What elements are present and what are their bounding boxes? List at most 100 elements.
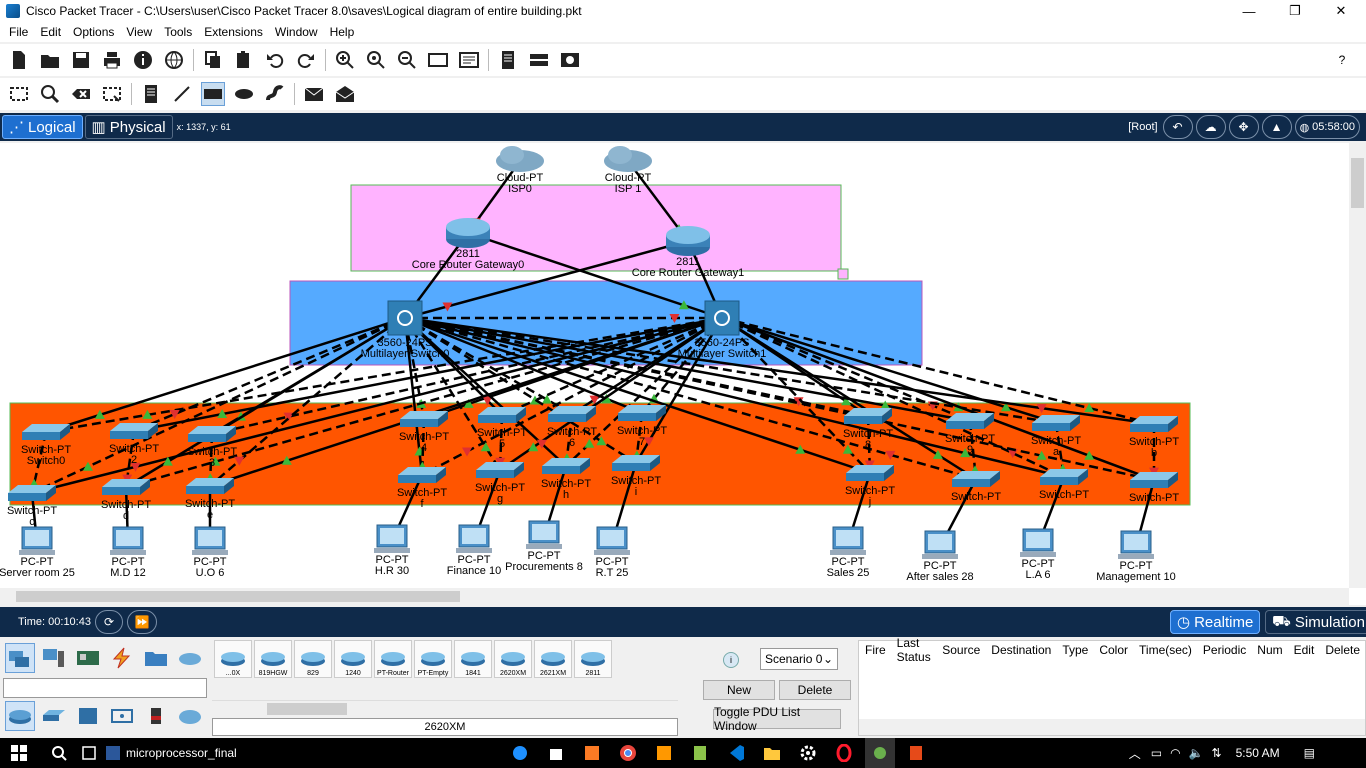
menu-tools[interactable]: Tools	[164, 25, 193, 39]
model-scroll-thumb[interactable]	[267, 703, 347, 715]
sublime-icon[interactable]	[649, 738, 679, 768]
draw-rectangle-icon[interactable]	[201, 82, 225, 106]
hubs-icon[interactable]	[73, 701, 103, 731]
horizontal-scrollbar[interactable]	[0, 588, 1349, 605]
edge-icon[interactable]	[505, 738, 535, 768]
vertical-scroll-thumb[interactable]	[1351, 158, 1364, 208]
notes-icon[interactable]	[496, 48, 520, 72]
office-icon[interactable]	[901, 738, 931, 768]
device-model-3[interactable]: 1240	[334, 640, 372, 678]
root-breadcrumb[interactable]: [Root]	[1128, 121, 1158, 133]
place-note-icon[interactable]	[139, 82, 163, 106]
battery-icon[interactable]: ▭	[1150, 746, 1163, 760]
cluster-cloud-icon[interactable]: ☁	[1195, 115, 1226, 139]
scenario-info-icon[interactable]: i	[723, 652, 739, 668]
info-icon[interactable]	[131, 48, 155, 72]
device-model-1[interactable]: 819HGW	[254, 640, 292, 678]
tray-chevron-icon[interactable]: ︿	[1128, 746, 1141, 761]
end-devices-icon[interactable]	[39, 643, 69, 673]
drawing-palette-icon[interactable]	[426, 48, 450, 72]
print-icon[interactable]	[100, 48, 124, 72]
minimize-button[interactable]: —	[1242, 3, 1256, 19]
add-simple-pdu-icon[interactable]	[302, 82, 326, 106]
components-icon[interactable]	[73, 643, 103, 673]
back-arrow-icon[interactable]: ↶	[1162, 115, 1193, 139]
language-icon[interactable]: ⇅	[1211, 746, 1222, 760]
device-model-5[interactable]: PT-Empty	[414, 640, 452, 678]
miscellaneous-icon[interactable]	[141, 643, 171, 673]
add-complex-pdu-icon[interactable]	[333, 82, 357, 106]
paste-icon[interactable]	[232, 48, 256, 72]
select-icon[interactable]	[7, 82, 31, 106]
save-icon[interactable]	[69, 48, 93, 72]
device-model-2[interactable]: 829	[294, 640, 332, 678]
chrome-icon[interactable]	[613, 738, 643, 768]
inspect-icon[interactable]	[38, 82, 62, 106]
power-cycle-icon[interactable]: ⟳	[94, 610, 123, 634]
search-icon[interactable]	[44, 738, 74, 768]
network-devices-icon[interactable]	[5, 643, 35, 673]
vscode-icon[interactable]	[721, 738, 751, 768]
notepad-icon[interactable]	[685, 738, 715, 768]
close-button[interactable]: ✕	[1335, 3, 1347, 18]
switches-icon[interactable]	[39, 701, 69, 731]
zoom-in-icon[interactable]	[333, 48, 357, 72]
taskbar-app-microprocessor[interactable]: microprocessor_final	[106, 746, 237, 760]
store-icon[interactable]	[541, 738, 571, 768]
connections-icon[interactable]	[107, 643, 137, 673]
wifi-icon[interactable]: ◠	[1170, 746, 1181, 760]
menu-view[interactable]: View	[126, 25, 153, 39]
freeform-icon[interactable]	[263, 82, 287, 106]
device-model-7[interactable]: 2620XM	[494, 640, 532, 678]
notifications-icon[interactable]: ▤	[1303, 746, 1315, 760]
fast-forward-icon[interactable]: ⏩	[126, 610, 157, 634]
scenario-select[interactable]: Scenario 0 ⌄	[760, 648, 838, 670]
zoom-reset-icon[interactable]	[364, 48, 388, 72]
draw-ellipse-icon[interactable]	[232, 82, 256, 106]
background-image-icon[interactable]: ▲	[1261, 115, 1292, 139]
copy-icon[interactable]	[201, 48, 225, 72]
opera-icon[interactable]	[829, 738, 859, 768]
packet-tracer-taskbar-icon[interactable]	[864, 738, 895, 768]
open-folder-icon[interactable]	[38, 48, 62, 72]
screenshot-icon[interactable]	[558, 48, 582, 72]
physical-mode-button[interactable]: ▥ Physical	[84, 115, 173, 139]
device-model-6[interactable]: 1841	[454, 640, 492, 678]
device-model-8[interactable]: 2621XM	[534, 640, 572, 678]
wan-emulation-icon[interactable]	[175, 701, 205, 731]
menu-window[interactable]: Window	[274, 25, 318, 39]
realtime-mode-button[interactable]: ◷ Realtime	[1170, 610, 1261, 634]
routers-icon[interactable]	[5, 701, 35, 731]
multiuser-icon[interactable]	[175, 643, 205, 673]
toggle-pdu-list-button[interactable]: Toggle PDU List Window	[713, 705, 841, 733]
task-view-icon[interactable]	[74, 738, 104, 768]
device-template-icon[interactable]	[527, 48, 551, 72]
resize-icon[interactable]	[100, 82, 124, 106]
redo-icon[interactable]	[294, 48, 318, 72]
model-scrollbar[interactable]	[212, 700, 678, 716]
menu-help[interactable]: Help	[329, 25, 355, 39]
simulation-mode-button[interactable]: ⛟ Simulation	[1265, 610, 1366, 634]
device-model-9[interactable]: 2811	[574, 640, 612, 678]
topology-diagram[interactable]	[0, 143, 1349, 588]
horizontal-scroll-thumb[interactable]	[16, 591, 460, 602]
delete-scenario-button[interactable]: Delete	[779, 680, 851, 700]
delete-icon[interactable]	[69, 82, 93, 106]
wireless-devices-icon[interactable]	[107, 701, 137, 731]
security-icon[interactable]	[141, 701, 171, 731]
zoom-out-icon[interactable]	[395, 48, 419, 72]
draw-line-icon[interactable]	[170, 82, 194, 106]
maximize-button[interactable]: ❐	[1289, 3, 1301, 18]
custom-device-icon[interactable]	[457, 48, 481, 72]
new-scenario-button[interactable]: New	[703, 680, 775, 700]
vertical-scrollbar[interactable]	[1349, 143, 1366, 588]
device-search-box[interactable]	[3, 678, 207, 698]
file-explorer-icon[interactable]	[757, 738, 787, 768]
network-info-icon[interactable]	[162, 48, 186, 72]
menu-file[interactable]: File	[9, 25, 29, 39]
xampp-icon[interactable]	[577, 738, 607, 768]
help-icon[interactable]: ?	[1338, 53, 1346, 67]
new-file-icon[interactable]	[7, 48, 31, 72]
menu-extensions[interactable]: Extensions	[204, 25, 263, 39]
